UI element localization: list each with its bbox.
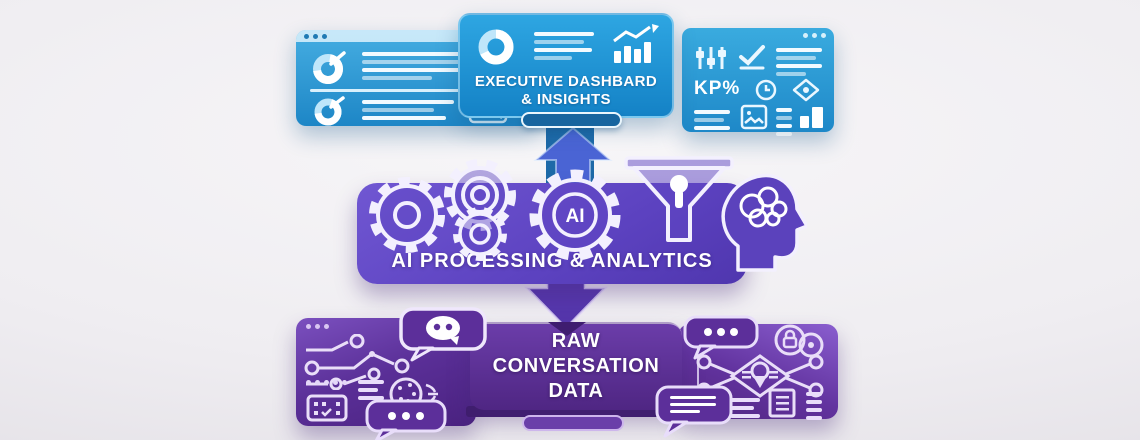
pencil-icon — [329, 96, 345, 109]
text-lines — [730, 394, 762, 422]
diamond-eye-icon — [792, 78, 820, 102]
window-dots-icon — [304, 34, 327, 39]
raw-title: RAW CONVERSATION DATA — [470, 329, 682, 404]
dashboard-center-panel: EXECUTIVE DASHBARD & INSIGHTS — [458, 13, 674, 118]
connector-line — [697, 346, 699, 390]
window-dots-icon — [803, 33, 826, 38]
top-title: EXECUTIVE DASHBARD & INSIGHTS — [460, 73, 672, 109]
bar-chart-trend-icon — [613, 24, 659, 63]
raw-box-stand — [522, 415, 624, 431]
text-lines — [362, 96, 462, 124]
grid-icon — [306, 394, 348, 422]
gear-icon — [369, 177, 445, 253]
gears-cluster — [369, 159, 516, 261]
ai-label: AI — [566, 206, 585, 227]
text-lines — [776, 44, 824, 80]
clock-icon — [755, 79, 777, 101]
down-arrow-notch — [548, 322, 586, 336]
kpi-right-panel: KP% — [682, 28, 834, 136]
raw-box-underbar — [466, 406, 682, 417]
head-brain-icon — [721, 173, 807, 272]
text-lines — [806, 388, 824, 424]
monitor-stand — [521, 112, 622, 128]
text-lines — [694, 106, 732, 134]
checkmark-icon — [739, 45, 765, 70]
donut-chart-icon — [314, 96, 345, 126]
top-title-line1: EXECUTIVE DASHBARD — [474, 73, 658, 90]
donut-chart-icon — [313, 51, 346, 84]
gear-small-icon — [453, 207, 507, 261]
image-icon — [740, 104, 768, 130]
kpi-label: KP% — [694, 78, 741, 99]
window-dots-icon — [306, 324, 329, 329]
chat-bubble-dots-icon — [683, 315, 759, 360]
keyhole-icon — [670, 175, 688, 193]
raw-title-line3: DATA — [548, 380, 604, 402]
sliders-icon — [696, 47, 726, 69]
pencil-icon — [329, 51, 346, 66]
raw-data-box: RAW CONVERSATION DATA — [470, 322, 682, 410]
dots-row — [306, 380, 347, 385]
bar-chart-icon — [800, 106, 823, 128]
ai-gear-icon: AI — [529, 169, 621, 261]
text-lines — [362, 48, 492, 84]
gear-rings-icon — [444, 159, 516, 231]
chat-bubble-dots-icon — [365, 399, 447, 440]
text-lines — [358, 376, 386, 404]
brain-icon — [739, 186, 788, 228]
chat-bubble-logo-icon — [399, 307, 487, 362]
document-icon — [768, 388, 796, 418]
chat-bubble-lines-icon — [655, 385, 733, 438]
donut-chart-icon — [478, 29, 514, 65]
top-title-line2: & INSIGHTS — [521, 91, 611, 108]
raw-title-line2: CONVERSATION — [492, 355, 660, 377]
text-lines — [776, 104, 794, 140]
middle-title: AI PROCESSING & ANALYTICS — [391, 250, 713, 272]
coins-lock-icon — [774, 324, 824, 358]
funnel-icon — [624, 156, 734, 242]
text-lines — [534, 28, 598, 64]
